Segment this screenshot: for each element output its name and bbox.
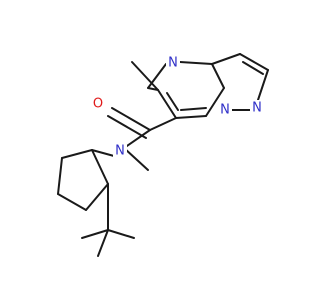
bridgehead-nitrogen: N [218, 102, 232, 118]
bond [211, 63, 225, 89]
bond [107, 115, 147, 139]
bond [211, 53, 241, 65]
bond [131, 61, 159, 91]
molecule-structure: N N N N O [57, 53, 269, 257]
bond [179, 61, 213, 65]
bond [57, 157, 63, 195]
bond [97, 229, 109, 257]
bond [242, 61, 264, 75]
pyrazole-nitrogen-label: N [252, 101, 262, 116]
bond [91, 149, 109, 185]
pyrimidine-nitrogen: N [166, 55, 180, 71]
bond [239, 53, 269, 71]
bond [180, 107, 207, 111]
pyrimidine-nitrogen-label: N [168, 56, 178, 71]
bond [111, 107, 151, 131]
bond [91, 149, 115, 157]
pyrazole-nitrogen: N [250, 100, 264, 116]
bond [257, 69, 269, 101]
bond [175, 115, 207, 119]
bond [85, 183, 109, 211]
bond [149, 117, 177, 131]
bond [157, 89, 177, 119]
bond [123, 129, 151, 149]
bond [57, 193, 87, 211]
bond [61, 149, 93, 159]
carbonyl-oxygen: O [90, 96, 106, 112]
bridgehead-nitrogen-label: N [220, 103, 230, 118]
bond [123, 147, 149, 171]
bond [205, 87, 225, 117]
bond [81, 229, 109, 239]
bond [107, 229, 135, 239]
bond [166, 92, 179, 111]
amide-nitrogen-label: N [115, 144, 125, 159]
carbonyl-oxygen-label: O [93, 97, 103, 112]
atom-label-layer: N N N N O [90, 55, 264, 159]
bond [147, 63, 167, 89]
amide-nitrogen: N [113, 143, 127, 159]
bond-layer [57, 53, 269, 257]
